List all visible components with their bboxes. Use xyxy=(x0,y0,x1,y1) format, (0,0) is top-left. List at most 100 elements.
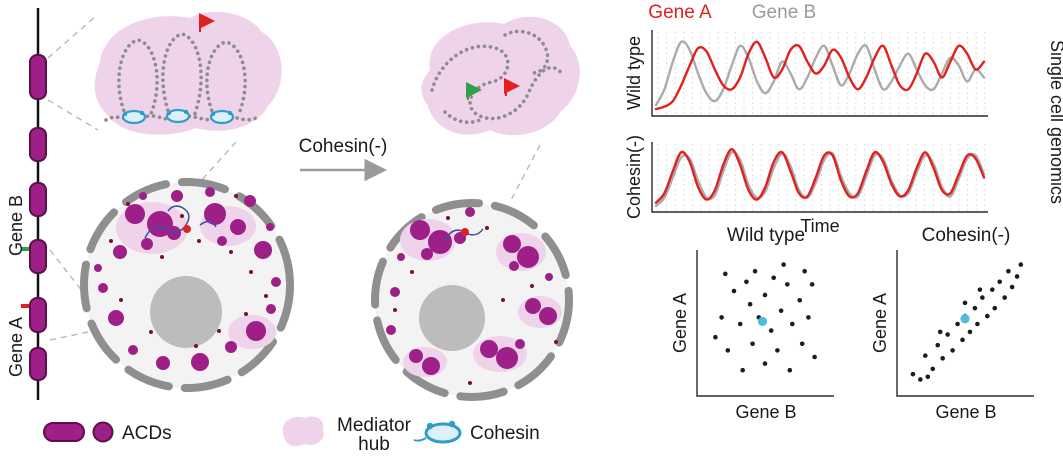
scatter-point xyxy=(771,275,776,281)
wild-type-nucleus xyxy=(80,178,294,392)
scatter-point xyxy=(762,361,768,366)
scatter-point xyxy=(925,374,931,380)
scatter-point xyxy=(977,287,983,292)
gene-b-label: Gene B xyxy=(6,195,26,256)
active-gene-dot-red xyxy=(461,228,469,236)
wild-type-scatter-points xyxy=(713,262,817,373)
acd-domains-on-chromosome xyxy=(29,54,47,381)
small-chromatin-dots xyxy=(109,194,268,348)
scatter-ylabel-gene-a: Gene A xyxy=(870,293,890,353)
gene-a-label: Gene A xyxy=(6,317,26,377)
scatter-point xyxy=(992,305,998,311)
nuclear-envelope xyxy=(371,199,573,401)
scatter-point xyxy=(740,367,745,373)
scatter-point xyxy=(802,268,807,274)
transcription-arrow-red-icon xyxy=(199,13,215,32)
legend-gene-a: Gene A xyxy=(648,2,712,23)
gene-a-locus-tick xyxy=(21,304,29,308)
nucleolus xyxy=(150,276,222,348)
cohesin-depleted-chromatin-inset xyxy=(421,16,580,136)
scatter-point xyxy=(768,328,774,333)
scatter-point xyxy=(747,301,753,307)
mediator-hub-legend-label-line1: Mediator xyxy=(337,415,412,436)
mediator-hub-inset xyxy=(94,11,282,135)
scatter-point xyxy=(785,282,790,287)
scatter-point xyxy=(1006,268,1011,274)
acd-condensate-dots xyxy=(94,187,281,371)
cohesin-minus-axes xyxy=(651,142,988,213)
scatter-point xyxy=(985,313,990,319)
scatter-point xyxy=(806,315,811,320)
scatter-point xyxy=(955,321,960,327)
legend-gene-b: Gene B xyxy=(752,2,816,23)
nuclear-envelope xyxy=(80,178,294,392)
nascent-rna-squiggle xyxy=(144,205,217,239)
gene-correlation-scatterplots: Wild type Gene A Gene B Cohesin(-) Gene … xyxy=(670,225,1034,422)
scatter-highlight-point xyxy=(960,314,970,324)
cohesin-minus-scatter-points xyxy=(910,262,1024,382)
scatter-point xyxy=(935,342,941,348)
cohesin-rings xyxy=(121,108,235,125)
wild-type-axes xyxy=(651,30,988,117)
scatter-point xyxy=(723,271,728,277)
wild-type-timeseries-plot xyxy=(654,32,986,116)
acd-legend-icon xyxy=(43,421,114,443)
scatter-point xyxy=(980,295,985,300)
acds-legend-label: ACDs xyxy=(122,423,172,444)
cohesin-minus-label: Cohesin(-) xyxy=(299,136,388,157)
ylabel-wild-type: Wild type xyxy=(624,36,644,110)
mediator-hub-blob xyxy=(94,11,282,135)
cohesin-depleted-nucleus xyxy=(371,199,573,401)
side-label-single-cell-genomics: Single cell genomics xyxy=(1047,40,1063,204)
scatter-point xyxy=(962,300,968,306)
scatter-title-cohesin-minus: Cohesin(-) xyxy=(922,225,1011,246)
scatter-point xyxy=(719,315,724,320)
series-line-gene-a xyxy=(654,147,986,204)
scatter-point xyxy=(972,305,978,311)
scatter-highlight-point xyxy=(757,316,768,326)
cohesin-ring-icon xyxy=(209,109,235,125)
scatter-xlabel-gene-b: Gene B xyxy=(935,402,996,422)
scatter-point xyxy=(945,332,950,337)
wild-type-scatter-axes xyxy=(696,250,834,397)
scatter-point xyxy=(937,329,943,335)
loose-chromatin-strands xyxy=(430,29,564,125)
scatter-point xyxy=(940,356,945,361)
scatter-point xyxy=(750,341,755,347)
cohesin-legend-icon xyxy=(413,420,462,444)
scatter-point xyxy=(950,348,955,353)
scatter-ylabel-gene-a: Gene A xyxy=(670,293,690,353)
zoom-connector-lines xyxy=(47,15,541,341)
scatter-point xyxy=(910,371,916,377)
scatter-point xyxy=(762,292,768,298)
mediator-hub-legend-label-line2: hub xyxy=(358,434,390,455)
small-chromatin-dots xyxy=(393,216,558,385)
cohesin-ring-icon xyxy=(165,108,191,124)
scatter-point xyxy=(997,279,1003,285)
series-line-gene-b xyxy=(654,40,986,107)
scatter-point xyxy=(731,288,737,294)
cohesin-ring-icon xyxy=(121,109,147,125)
scatter-point xyxy=(809,282,815,287)
scatter-point xyxy=(1002,295,1007,300)
cohesin-minus-scatter-axes xyxy=(896,250,1034,397)
nucleolus xyxy=(419,285,485,351)
scatter-point xyxy=(930,366,936,372)
acd-condensate-dots xyxy=(386,207,557,375)
scatter-point xyxy=(967,329,973,335)
scatter-point xyxy=(975,321,980,327)
cohesin-legend-label: Cohesin xyxy=(470,423,540,444)
scatter-point xyxy=(797,297,803,303)
series-line-gene-a xyxy=(654,40,986,111)
active-gene-dot-red xyxy=(183,225,191,233)
transcription-arrow-green-icon xyxy=(466,82,482,100)
figure-legend: ACDs Mediator hub Cohesin xyxy=(43,415,540,455)
gene-b-locus-tick xyxy=(21,247,29,251)
single-cell-timeseries: Gene A Gene B Wild type Cohesin(-) Time … xyxy=(624,2,1063,236)
cohesin-minus-timeseries-plot xyxy=(654,144,986,212)
transcription-arrow-red-icon xyxy=(504,78,520,96)
scatter-point xyxy=(752,268,758,274)
scatter-point xyxy=(737,321,743,327)
scatter-point xyxy=(918,377,923,382)
